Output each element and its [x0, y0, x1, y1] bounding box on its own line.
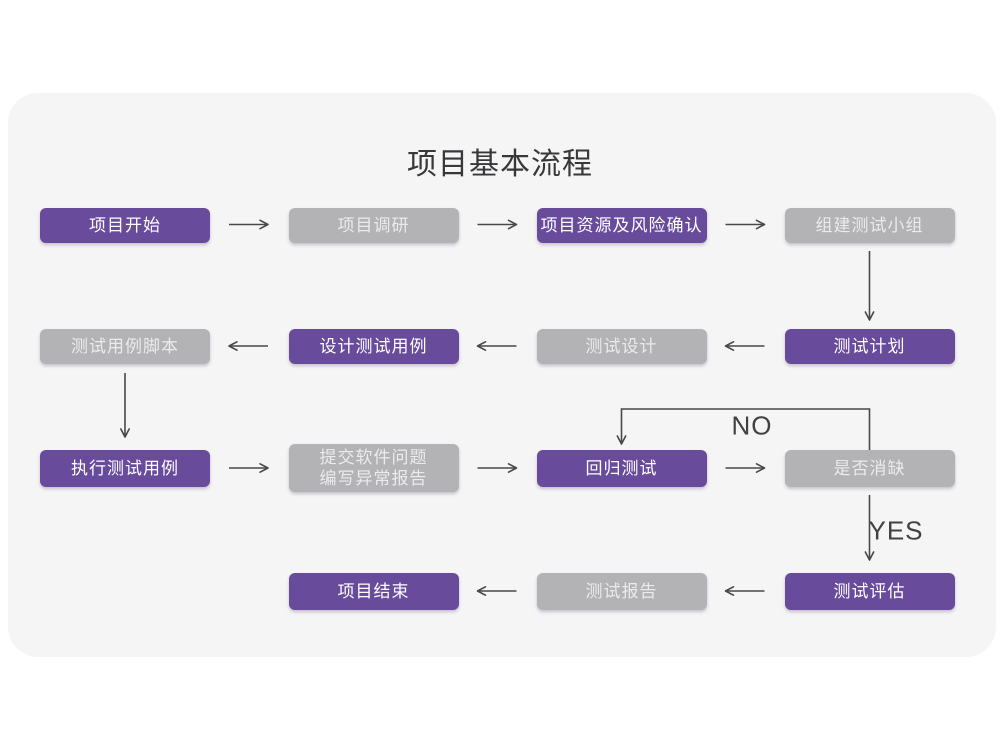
flow-node-label: 设计测试用例 [319, 336, 428, 356]
flow-node-test-evaluate: 测试评估 [784, 572, 955, 610]
flow-node-execute-cases: 执行测试用例 [40, 449, 210, 487]
flow-node-submit-issues: 提交软件问题编写异常报告 [288, 444, 459, 492]
edge-label-no: NO [731, 410, 773, 441]
flow-node-project-start: 项目开始 [40, 207, 210, 243]
flow-node-label: 是否消缺 [833, 458, 906, 478]
flow-node-case-script: 测试用例脚本 [40, 328, 210, 364]
flow-node-label: 项目结束 [337, 581, 410, 601]
flow-node-regression-test: 回归测试 [536, 449, 707, 487]
flow-node-label: 提交软件问题 [319, 448, 428, 467]
flow-node-label: 执行测试用例 [71, 458, 179, 478]
flow-node-build-team: 组建测试小组 [784, 207, 955, 243]
flow-node-label: 组建测试小组 [815, 215, 924, 235]
flow-node-project-end: 项目结束 [288, 572, 459, 610]
flow-node-label: 编写异常报告 [319, 469, 428, 488]
flow-node-label: 测试报告 [585, 581, 658, 601]
flow-node-label: 项目开始 [89, 215, 161, 235]
flow-node-test-plan: 测试计划 [784, 328, 955, 364]
flow-node-defect-cleared: 是否消缺 [784, 449, 955, 487]
flow-node-label: 测试计划 [833, 336, 906, 356]
page-title: 项目基本流程 [407, 148, 593, 181]
flow-node-resource-risk: 项目资源及风险确认 [536, 207, 707, 243]
edge-label-yes: YES [868, 515, 924, 546]
flow-node-test-design: 测试设计 [536, 328, 707, 364]
flow-node-label: 测试评估 [833, 581, 906, 601]
flow-node-label: 项目调研 [337, 215, 410, 235]
flow-node-project-research: 项目调研 [288, 207, 459, 243]
flow-node-label: 回归测试 [585, 458, 658, 478]
flow-node-test-report: 测试报告 [536, 572, 707, 610]
flow-node-design-cases: 设计测试用例 [288, 328, 459, 364]
flow-node-label: 测试设计 [585, 336, 658, 356]
flowchart-card [8, 93, 996, 657]
flow-node-label: 测试用例脚本 [71, 336, 179, 356]
flow-node-label: 项目资源及风险确认 [540, 215, 703, 235]
